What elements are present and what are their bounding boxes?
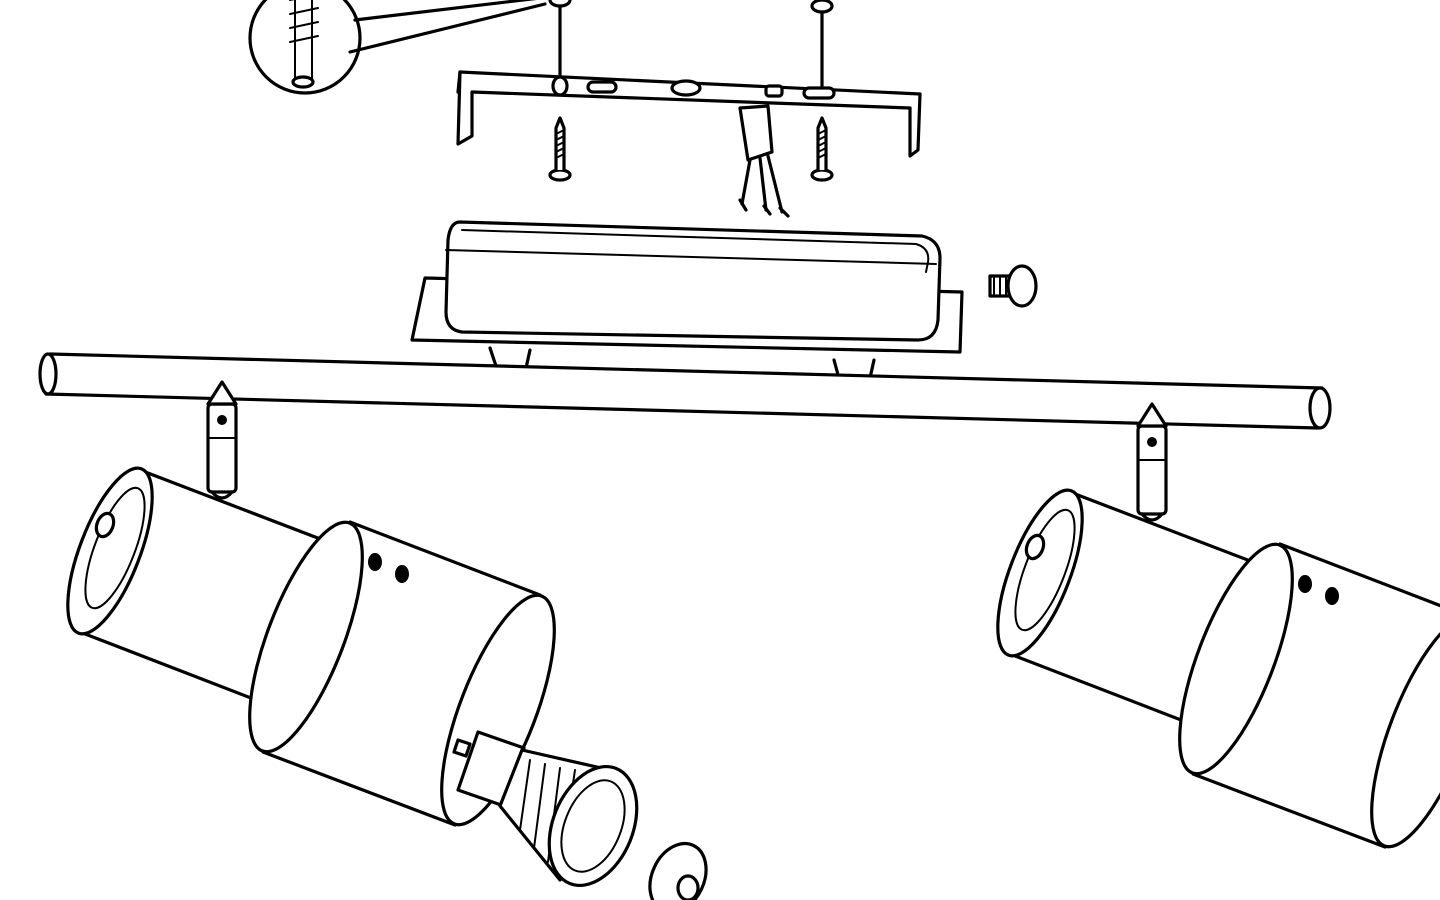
- spotlight-bar: [38, 352, 1332, 430]
- cover-cap: [648, 841, 708, 900]
- canopy-box: [410, 220, 964, 390]
- spot-head: [978, 478, 1440, 862]
- gu10-led-bulb: [452, 730, 639, 888]
- supply-cable: [738, 104, 790, 218]
- swivel-joint: [206, 380, 238, 500]
- wall-plug-detail: [248, 0, 547, 95]
- grub-screw: [988, 264, 1038, 308]
- mounting-bracket: [456, 70, 922, 158]
- swivel-joint: [1136, 402, 1168, 522]
